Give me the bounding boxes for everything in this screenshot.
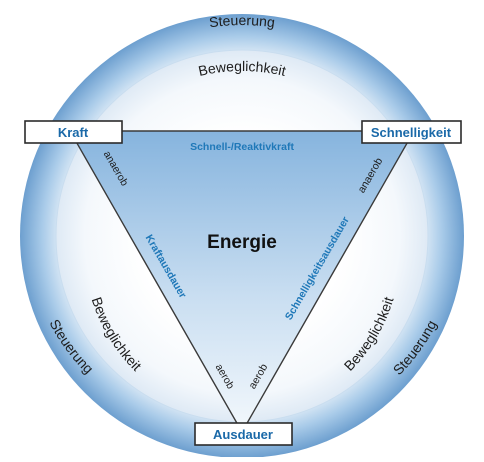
kraft-label: Kraft (58, 125, 89, 140)
ausdauer-box: Ausdauer (194, 422, 293, 446)
schnelligkeit-label: Schnelligkeit (371, 125, 452, 140)
energy-triangle (68, 130, 416, 434)
schnelligkeit-box: Schnelligkeit (361, 120, 462, 144)
beweglichkeit-top-label: Beweglichkeit (197, 58, 288, 79)
schnell-reaktivkraft-label: Schnell-/Reaktivkraft (190, 141, 294, 153)
kraft-box: Kraft (24, 120, 123, 144)
steuerung-top-label: Steuerung (208, 12, 276, 30)
ausdauer-label: Ausdauer (213, 427, 273, 442)
energie-label: Energie (207, 232, 277, 253)
